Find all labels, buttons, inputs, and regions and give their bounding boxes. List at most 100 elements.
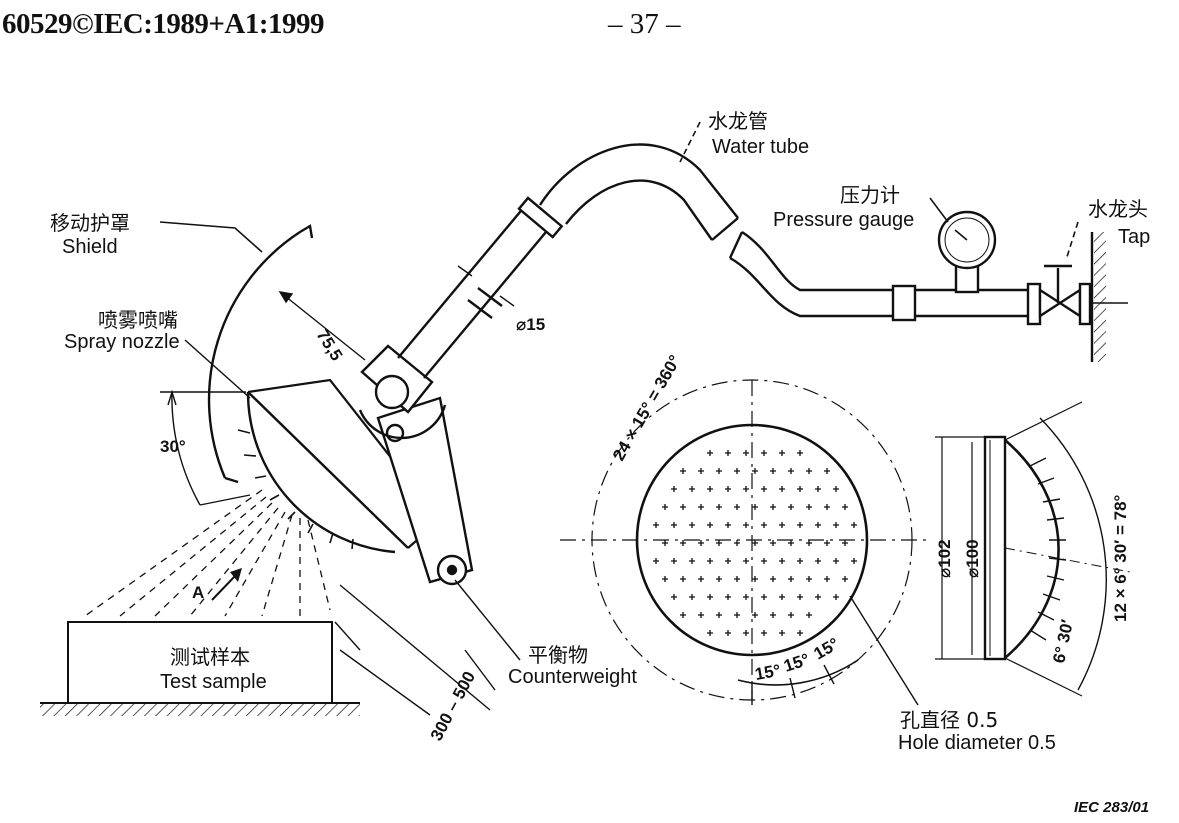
- tap-leader: [1065, 221, 1079, 261]
- hole-diameter-label-cn: 孔直径 0.5: [900, 708, 998, 732]
- hole-mark: [680, 612, 686, 618]
- tap-label-cn: 水龙头: [1088, 197, 1148, 221]
- svg-text:A: A: [192, 583, 204, 602]
- hole-mark: [779, 630, 785, 636]
- spray-pattern: [84, 489, 331, 617]
- hole-mark: [680, 504, 686, 510]
- dimension-lines: [160, 265, 515, 716]
- hole-mark: [707, 594, 713, 600]
- hole-mark: [716, 576, 722, 582]
- hole-mark: [752, 612, 758, 618]
- hole-mark: [653, 558, 659, 564]
- hole-mark: [779, 558, 785, 564]
- dimension-angle-30: 30°: [160, 437, 186, 456]
- hole-mark: [788, 468, 794, 474]
- dimension-holes-angle: 24 × 15° = 360°: [609, 352, 685, 464]
- hole-mark: [707, 486, 713, 492]
- dimension-arc-78: 12 × 6° 30′ = 78°: [1111, 494, 1130, 622]
- hole-mark: [761, 486, 767, 492]
- hole-mark: [842, 540, 848, 546]
- hole-diameter-leader: [849, 595, 919, 706]
- hole-mark: [779, 486, 785, 492]
- hole-mark: [716, 612, 722, 618]
- dimension-d102: ⌀102: [935, 539, 954, 578]
- hole-mark: [734, 612, 740, 618]
- view-arrow-a: A: [192, 568, 242, 602]
- hole-mark: [671, 522, 677, 528]
- shield-leader: [159, 221, 263, 253]
- hole-mark: [743, 630, 749, 636]
- hole-mark: [797, 594, 803, 600]
- hole-mark: [698, 468, 704, 474]
- hole-mark: [833, 558, 839, 564]
- hole-mark: [806, 468, 812, 474]
- counterweight-label-en: Counterweight: [508, 666, 637, 688]
- dimension-radius: 75,5: [313, 326, 347, 364]
- hole-mark: [725, 558, 731, 564]
- hole-mark: [734, 468, 740, 474]
- hole-mark: [779, 450, 785, 456]
- hole-mark: [734, 504, 740, 510]
- oscillating-arc: [237, 378, 442, 554]
- hole-mark: [797, 630, 803, 636]
- hole-mark: [716, 540, 722, 546]
- hole-mark: [698, 576, 704, 582]
- hole-mark: [815, 558, 821, 564]
- hole-mark: [815, 486, 821, 492]
- hole-mark: [653, 522, 659, 528]
- hole-mark: [779, 522, 785, 528]
- hole-mark: [725, 594, 731, 600]
- dimension-fifteen-2: 15°: [781, 650, 812, 676]
- hole-mark: [671, 558, 677, 564]
- hole-mark: [824, 540, 830, 546]
- hole-mark: [770, 576, 776, 582]
- hole-mark: [752, 468, 758, 474]
- hole-mark: [815, 522, 821, 528]
- hole-mark: [833, 594, 839, 600]
- hole-mark: [761, 558, 767, 564]
- spray-nozzle: [360, 344, 434, 414]
- test-sample-box: [67, 621, 333, 704]
- page-number: – 37 –: [608, 8, 681, 40]
- ground: [40, 702, 360, 716]
- hole-mark: [806, 612, 812, 618]
- hole-mark: [824, 468, 830, 474]
- hole-mark: [707, 630, 713, 636]
- hole-mark: [725, 630, 731, 636]
- nozzle-side-detail: [935, 401, 1131, 697]
- hole-diameter-label-en: Hole diameter 0.5: [898, 732, 1056, 754]
- hole-mark: [680, 468, 686, 474]
- supply-pipe: [397, 196, 564, 379]
- tap-label-en: Tap: [1118, 226, 1150, 248]
- counterweight-leader: [454, 579, 521, 661]
- pivot-arm: [358, 396, 474, 586]
- hole-mark: [725, 450, 731, 456]
- hole-mark: [779, 594, 785, 600]
- dimension-six-30: 6° 30′: [1049, 618, 1077, 665]
- hole-mark: [734, 540, 740, 546]
- hole-mark: [743, 486, 749, 492]
- hole-mark: [761, 450, 767, 456]
- hole-mark: [689, 486, 695, 492]
- water-tube-label-en: Water tube: [712, 136, 809, 158]
- spray-nozzle-leader: [184, 339, 251, 399]
- hole-mark: [743, 450, 749, 456]
- hole-mark: [761, 630, 767, 636]
- hole-mark: [671, 486, 677, 492]
- counterweight-label-cn: 平衡物: [528, 643, 588, 667]
- hole-mark: [743, 558, 749, 564]
- water-tube-label-cn: 水龙管: [708, 109, 768, 133]
- water-tube: [538, 143, 895, 318]
- hole-mark: [770, 612, 776, 618]
- nozzle-face-detail: [560, 379, 930, 705]
- hole-mark: [725, 522, 731, 528]
- hole-mark: [752, 504, 758, 510]
- test-sample-label-en: Test sample: [160, 671, 267, 693]
- hole-mark: [689, 522, 695, 528]
- hole-mark: [851, 522, 857, 528]
- dimension-fifteen-3: 15°: [811, 634, 843, 663]
- hole-mark: [662, 540, 668, 546]
- hole-mark: [761, 594, 767, 600]
- hole-mark: [671, 594, 677, 600]
